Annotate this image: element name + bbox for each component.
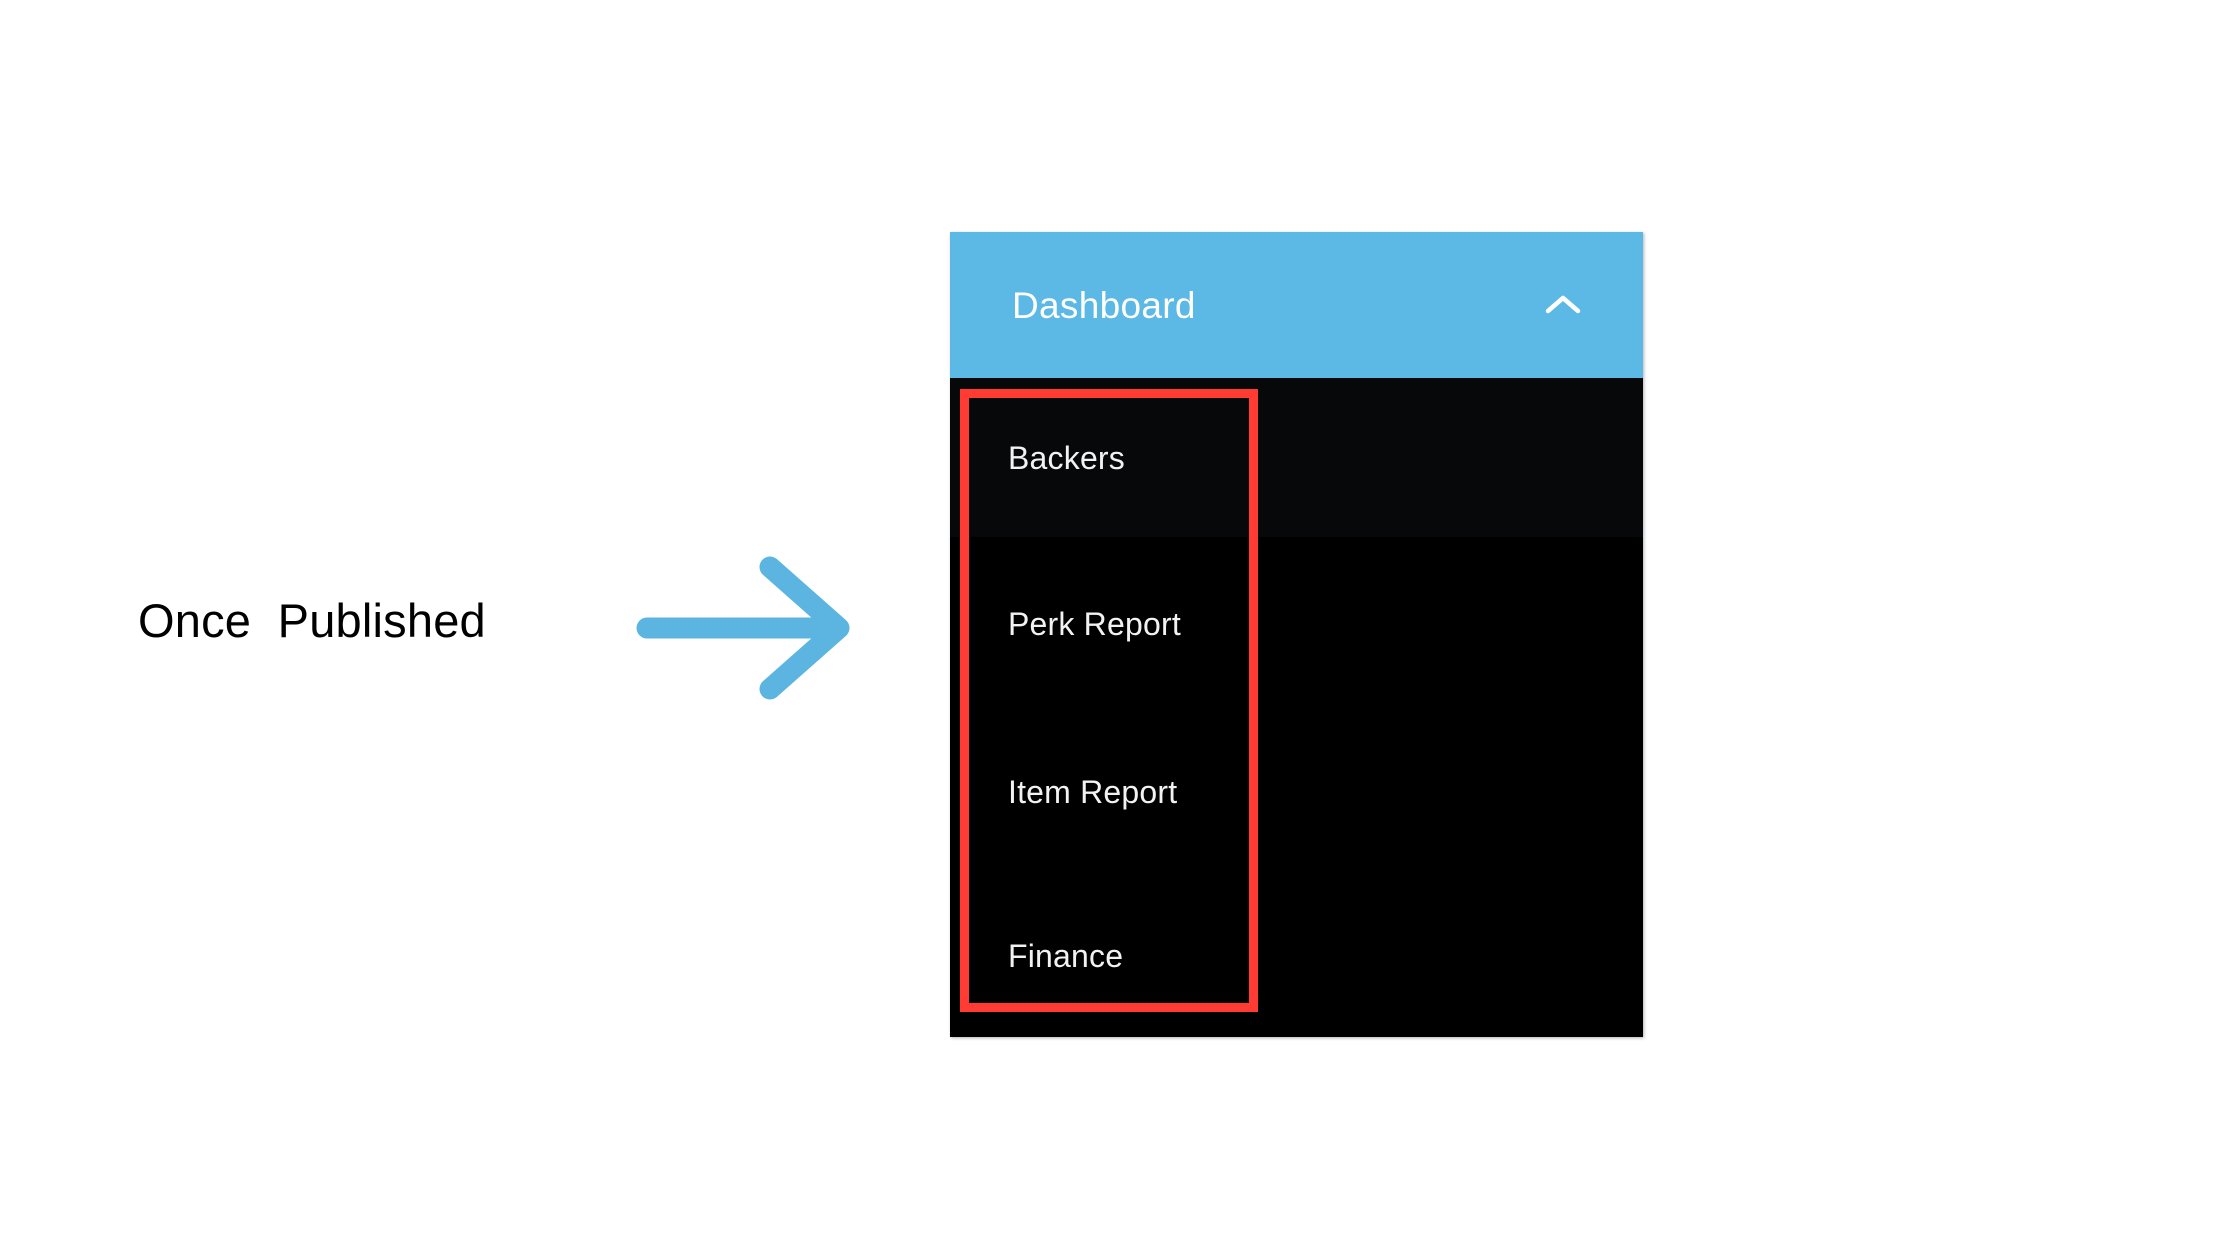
annotation-caption: Once Published <box>138 594 486 647</box>
sidebar-item-label: Backers <box>1008 439 1125 476</box>
sidebar-item-finance[interactable]: Finance <box>950 874 1643 1037</box>
sidebar-item-backers[interactable]: Backers <box>950 378 1643 537</box>
sidebar-item-label: Perk Report <box>1008 605 1181 642</box>
chevron-up-icon-glyph <box>1545 295 1581 314</box>
arrow-right-icon <box>630 553 880 703</box>
sidebar-header-title: Dashboard <box>1012 284 1196 326</box>
sidebar-menu-list: Backers Perk Report Item Report Finance <box>950 378 1643 1037</box>
arrow-right-icon-glyph <box>636 556 850 700</box>
sidebar-item-perk-report[interactable]: Perk Report <box>950 537 1643 710</box>
sidebar-item-item-report[interactable]: Item Report <box>950 710 1643 874</box>
sidebar-item-label: Finance <box>1008 937 1124 974</box>
sidebar-panel: Dashboard Backers Perk Report Item Repor… <box>950 232 1643 1037</box>
sidebar-header-dashboard[interactable]: Dashboard <box>950 232 1643 378</box>
chevron-up-icon[interactable] <box>1543 285 1583 325</box>
sidebar-item-label: Item Report <box>1008 774 1178 810</box>
